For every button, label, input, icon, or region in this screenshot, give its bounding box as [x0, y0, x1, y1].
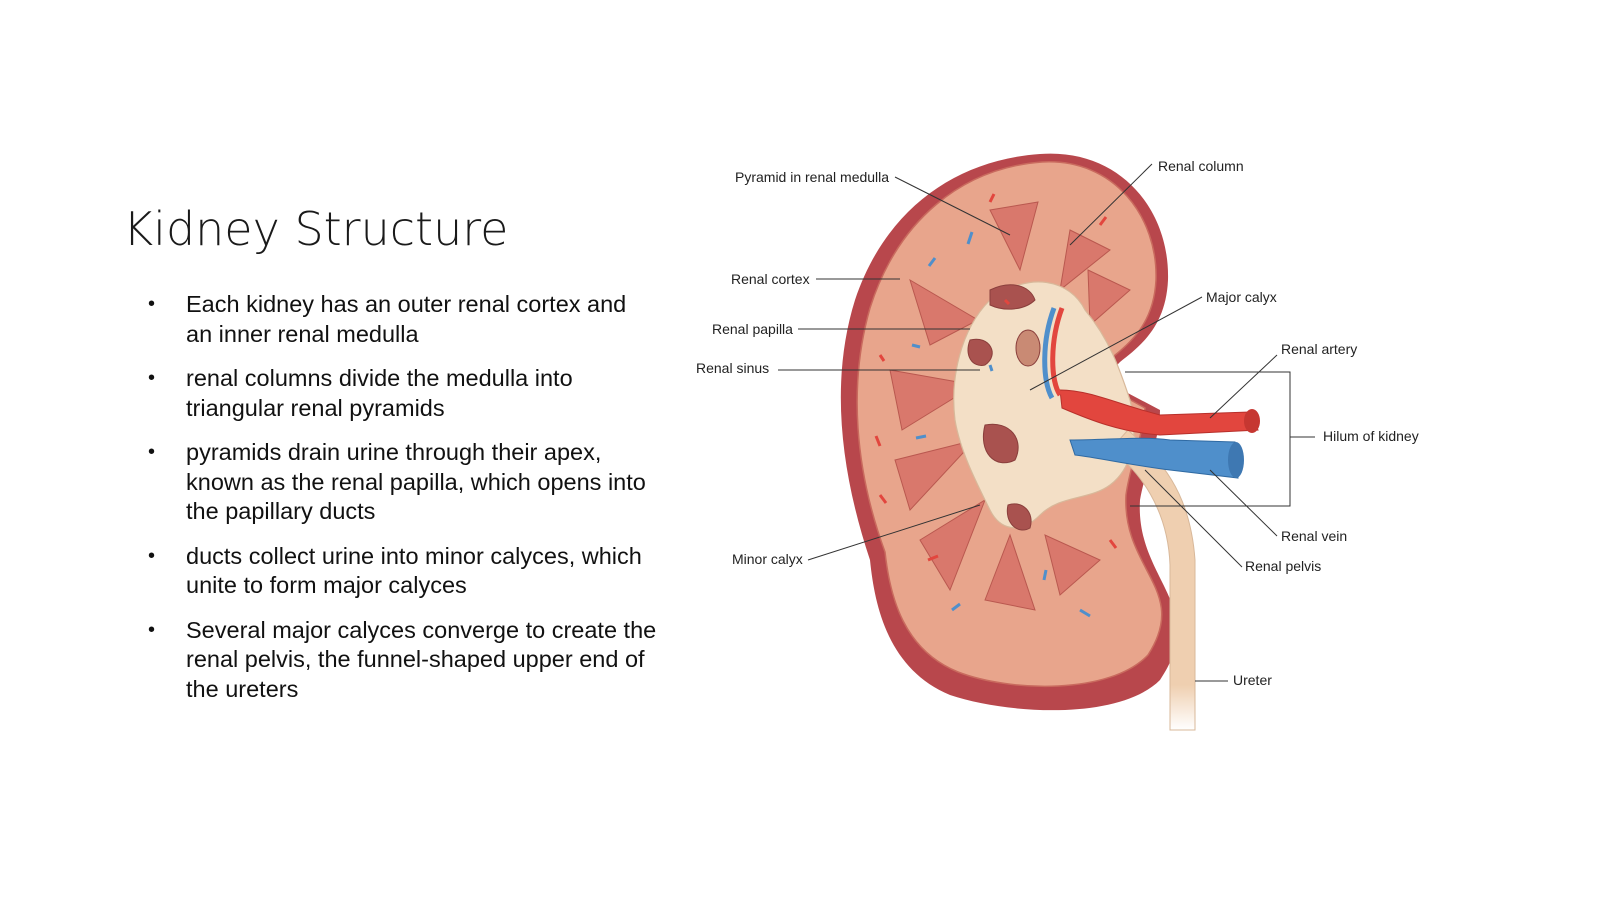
- cortical-vessels: [874, 193, 1118, 618]
- bullet-marker: •: [148, 618, 156, 641]
- bullet-text: ducts collect urine into minor calyces, …: [186, 542, 642, 599]
- label-renal-pelvis: Renal pelvis: [1245, 558, 1321, 574]
- kidney-diagram: Pyramid in renal medulla Renal column Re…: [690, 140, 1480, 760]
- label-renal-vein: Renal vein: [1281, 528, 1347, 544]
- label-renal-papilla: Renal papilla: [712, 321, 793, 337]
- bullet-item: • pyramids drain urine through their apex…: [148, 438, 658, 527]
- bullet-list: • Each kidney has an outer renal cortex a…: [148, 290, 658, 719]
- label-ureter: Ureter: [1233, 672, 1272, 688]
- bullet-text: renal columns divide the medulla into tr…: [186, 365, 573, 421]
- bullet-marker: •: [148, 293, 156, 315]
- label-pyramid: Pyramid in renal medulla: [735, 169, 889, 185]
- renal-pyramids: [889, 201, 1131, 611]
- bullet-text: Each kidney has an outer renal cortex an…: [186, 291, 627, 347]
- label-renal-column: Renal column: [1158, 158, 1244, 174]
- bullet-item: • renal columns divide the medulla into t…: [148, 364, 658, 423]
- slide-title: Kidney Structure: [123, 202, 509, 256]
- bullet-marker: •: [148, 544, 156, 567]
- label-hilum: Hilum of kidney: [1323, 428, 1419, 444]
- label-renal-artery: Renal artery: [1281, 341, 1357, 357]
- leader-lines: [778, 163, 1315, 682]
- artery-branch: [1050, 307, 1065, 397]
- label-minor-calyx: Minor calyx: [732, 551, 803, 567]
- renal-vein-end: [1228, 442, 1244, 478]
- renal-sinus-region: [953, 281, 1135, 529]
- calyces: [967, 284, 1041, 531]
- label-renal-sinus: Renal sinus: [696, 360, 769, 376]
- renal-artery-end: [1244, 409, 1260, 433]
- bullet-marker: •: [148, 367, 156, 389]
- bullet-item: • Several major calyces converge to creat…: [148, 616, 658, 705]
- label-major-calyx: Major calyx: [1206, 289, 1277, 305]
- bullet-marker: •: [148, 441, 156, 463]
- bullet-item: • Each kidney has an outer renal cortex a…: [148, 290, 658, 349]
- bullet-text: Several major calyces converge to create…: [186, 616, 657, 702]
- vein-branch: [1042, 307, 1057, 400]
- kidney-illustration: Pyramid in renal medulla Renal column Re…: [696, 153, 1419, 731]
- label-renal-cortex: Renal cortex: [731, 271, 810, 287]
- renal-artery-vessel: [1059, 389, 1259, 436]
- bullet-text: pyramids drain urine through their apex,…: [186, 439, 646, 524]
- bullet-item: • ducts collect urine into minor calyces,…: [148, 542, 658, 601]
